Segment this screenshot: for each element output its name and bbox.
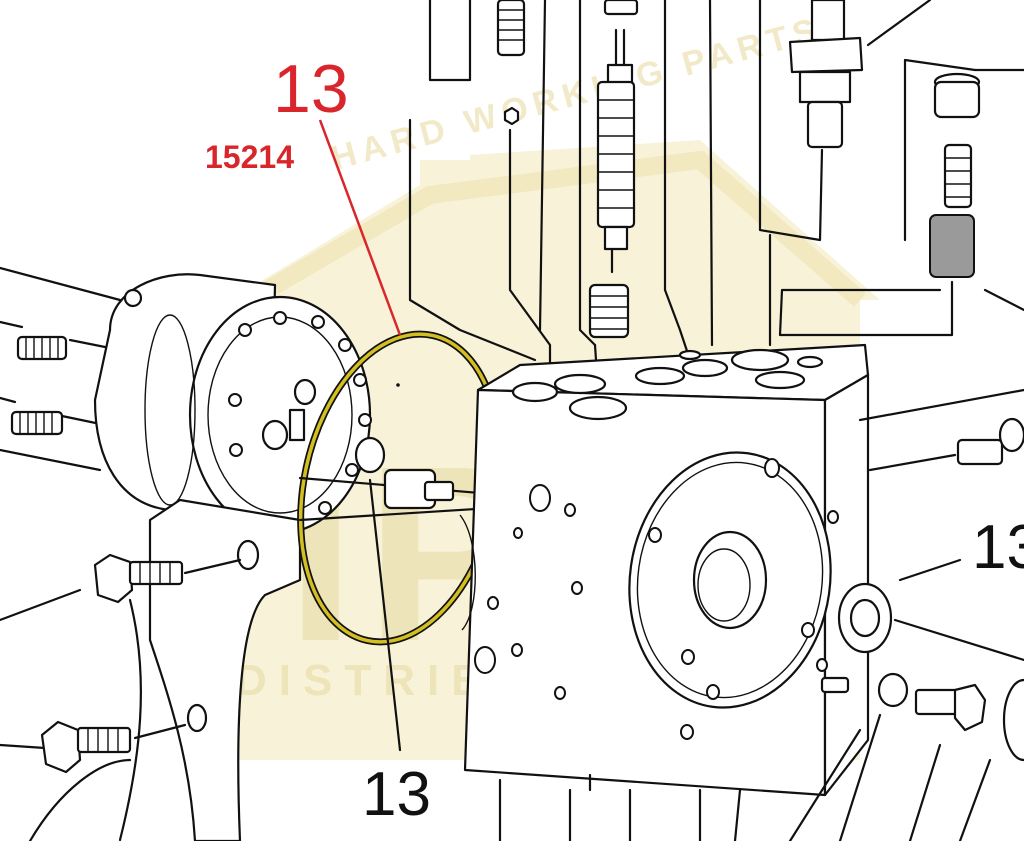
callout-part-number: 15214 xyxy=(205,139,294,175)
flange-holes xyxy=(648,458,839,740)
leader-bolt-lower xyxy=(133,723,187,740)
bolt-upper-left xyxy=(93,553,184,604)
callout-leader-bottom xyxy=(368,478,402,752)
housing-bolt-holes xyxy=(228,311,372,515)
set-screw-lower xyxy=(10,410,64,436)
callout-number: 13 xyxy=(273,51,349,127)
label-bottom-13: 13 xyxy=(362,760,431,829)
block-side-holes xyxy=(474,484,583,700)
small-o-ring xyxy=(354,436,386,474)
block-top-ports xyxy=(511,348,824,421)
leader-bolt-upper xyxy=(183,558,242,575)
bolt-lower-left xyxy=(40,720,132,774)
label-right-13: 13 xyxy=(972,513,1024,582)
mounting-bracket xyxy=(148,498,302,843)
top-valve-parts xyxy=(496,0,981,377)
bracket-hole-lower xyxy=(186,703,208,733)
right-fittings xyxy=(498,388,1024,843)
callout-leader-red xyxy=(318,119,402,336)
motor-housing xyxy=(93,273,372,535)
front-flange xyxy=(628,451,839,740)
set-screw-upper xyxy=(16,335,68,361)
